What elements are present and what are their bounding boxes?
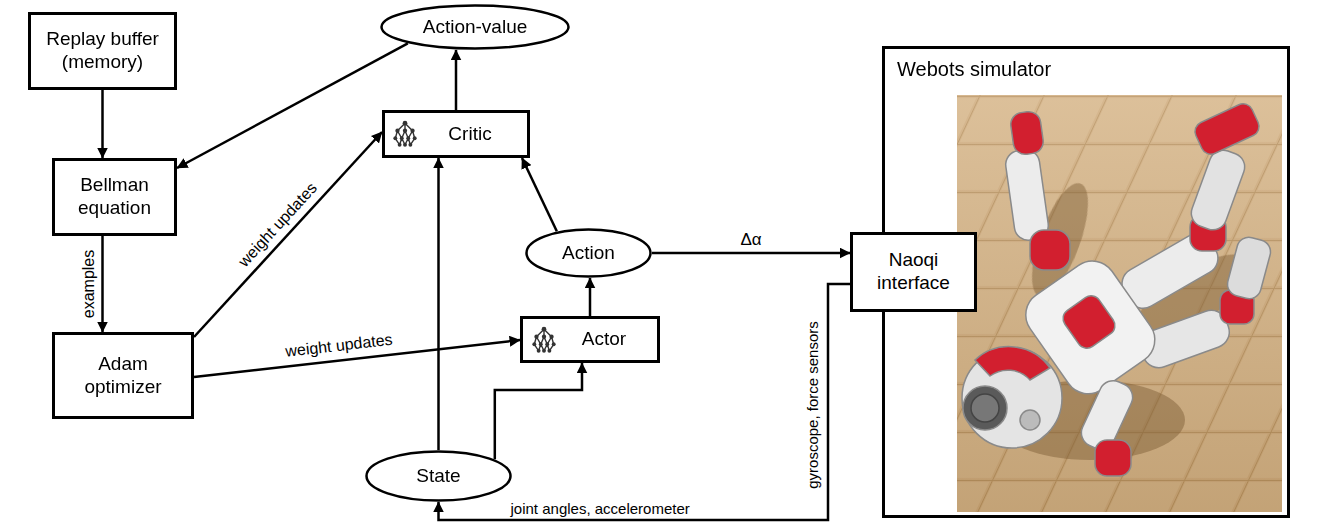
network-icon — [532, 327, 555, 353]
value-ellipse: Action-value — [380, 4, 570, 50]
edge-label: examples — [79, 248, 97, 320]
node-text: State — [416, 465, 460, 488]
illustration-part — [1009, 110, 1045, 156]
connector-arrow — [652, 252, 850, 255]
ellipse-shape — [367, 452, 511, 501]
illustration-part — [957, 95, 1282, 512]
illustration-part — [1187, 146, 1248, 233]
signal-label: gyroscope, force sensors — [804, 319, 821, 491]
illustration-part — [963, 386, 1007, 430]
connector-arrow — [589, 278, 592, 316]
illustration-part — [1004, 148, 1050, 242]
node-text: Critic — [448, 123, 491, 146]
ellipse-shape — [382, 6, 569, 49]
node-text: Actor — [582, 328, 626, 351]
connector-arrow — [194, 132, 382, 337]
illustration-part — [1095, 440, 1131, 476]
edge-label: weight updates — [283, 331, 396, 362]
network-icon — [393, 121, 416, 147]
optimizer-box: Adam optimizer — [52, 332, 194, 419]
action-ellipse: Action — [525, 228, 652, 278]
illustration-part — [1225, 235, 1273, 302]
node-text: Bellman equation — [61, 174, 168, 220]
edge-label: weight updates — [233, 178, 322, 273]
illustration-part — [975, 347, 1050, 380]
node-text: Adam optimizer — [61, 353, 185, 399]
memory-box: Replay buffer (memory) — [28, 12, 177, 90]
illustration-part — [962, 100, 1273, 476]
network-box: Actor — [520, 316, 660, 363]
node-text: Action-value — [423, 16, 528, 39]
state-ellipse: State — [365, 450, 512, 502]
process-box: Bellman equation — [52, 158, 177, 236]
connector-arrow — [455, 50, 458, 110]
illustration-part — [971, 394, 999, 422]
connector-arrow — [101, 236, 104, 332]
connector-arrow — [101, 90, 104, 158]
connector-arrow — [522, 158, 557, 231]
network-box: Critic — [382, 110, 530, 158]
illustration-part — [1192, 100, 1263, 157]
node-text: Webots simulator — [897, 57, 1051, 81]
node-text: Action — [562, 242, 615, 265]
edge-label: joint angles, accelerometer — [509, 500, 692, 517]
simulator-scene — [957, 95, 1282, 512]
edge-label: Δα — [738, 230, 763, 250]
node-text: Replay buffer (memory) — [37, 28, 168, 74]
ellipse-shape — [527, 230, 651, 277]
connector-arrow — [495, 363, 582, 459]
illustration-part — [1059, 292, 1119, 352]
illustration-part — [1020, 410, 1040, 430]
node-text: Naoqi interface — [859, 249, 968, 295]
connector-arrow — [177, 43, 408, 168]
connector-arrow — [437, 158, 440, 450]
illustration-part — [1030, 230, 1070, 270]
illustration-part — [957, 95, 1282, 512]
interface-box: Naoqi interface — [850, 232, 977, 312]
